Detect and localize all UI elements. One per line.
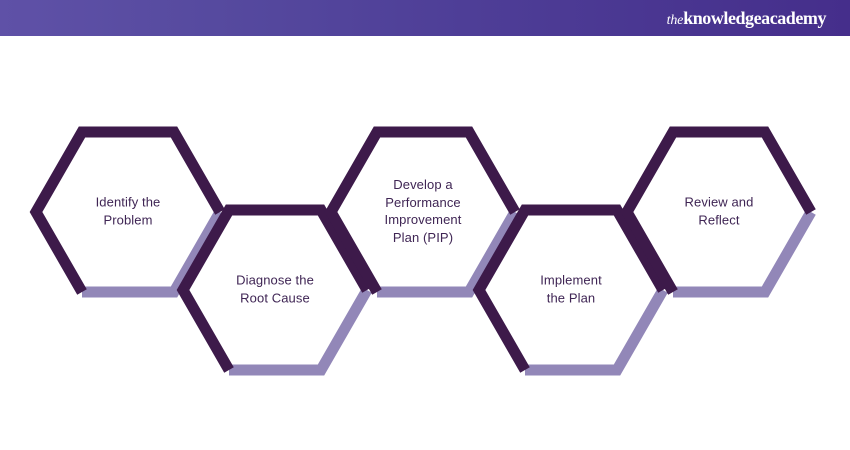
hexagon-shape-4[interactable]	[472, 204, 668, 376]
hexagon-canvas: Identify the Problem Diagnose the Root C…	[0, 36, 850, 450]
hexagon-shape-5[interactable]	[620, 126, 816, 298]
hexagon-shape-1[interactable]	[29, 126, 225, 298]
hexagon-shape-2[interactable]	[176, 204, 372, 376]
process-flow-diagram: Identify the Problem Diagnose the Root C…	[0, 36, 850, 450]
brand-logo-prefix: the	[666, 12, 684, 28]
brand-logo: theknowledgeacademy	[666, 7, 827, 28]
hexagon-shape-3[interactable]	[324, 126, 520, 298]
brand-logo-word-academy: academy	[761, 7, 826, 28]
hexagon-shapes	[29, 126, 816, 376]
page-header: theknowledgeacademy	[0, 0, 850, 36]
brand-logo-word-knowledge: knowledge	[683, 7, 762, 28]
